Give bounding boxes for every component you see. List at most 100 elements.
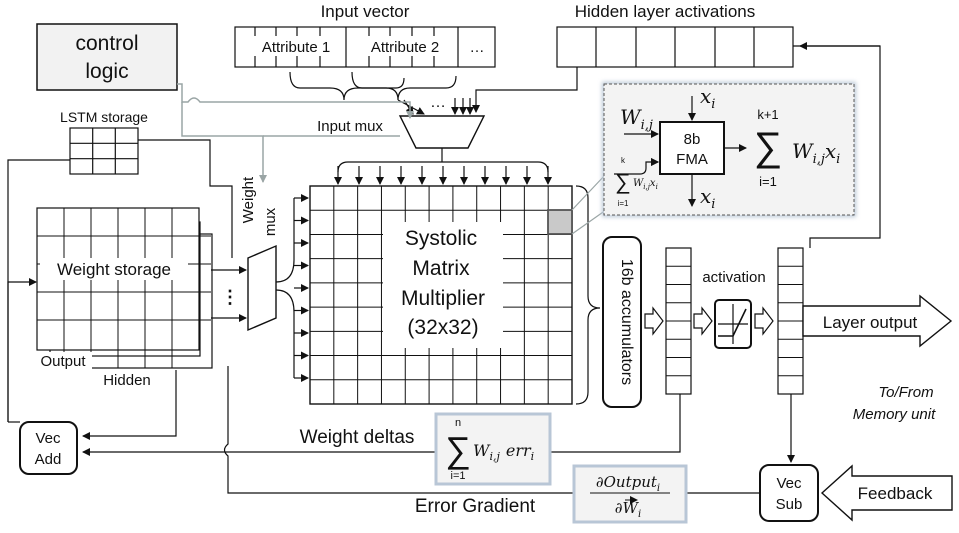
systolic-output-brace [575,185,601,405]
fma-small-sum-upper: k [621,156,626,165]
svg-text:∂Outputi: ∂Outputi [596,473,660,494]
weight-storage-label: Weight storage [57,260,171,279]
systolic-label-line4: (32x32) [407,316,478,339]
accumulator-column [665,247,692,395]
fma-small-w-sub: i,j [643,183,650,191]
control-logic-box: control logic [36,23,178,91]
svg-text:∂Wi: ∂Wi [615,499,641,520]
input-mux-dots: … [430,94,446,111]
weight-mux-inputs [211,266,247,322]
input-attribute-more: … [470,39,485,56]
acc-to-column-arrow [644,306,664,336]
weight-delta-upper: n [455,417,461,429]
gradient-formula-box [572,464,688,524]
lstm-storage-grid [69,127,139,175]
control-logic-line2: logic [85,60,128,83]
activation-label: activation [702,269,765,286]
input-attribute-1: Attribute 1 [262,39,330,56]
column-to-activation-arrow [693,306,713,336]
weight-mux-label-line2: mux [262,207,279,236]
fma-label-line2: FMA [676,151,708,168]
svg-text:xi: xi [700,84,715,112]
fma-inset [603,83,855,216]
layer-output-label: Layer output [823,313,918,332]
weight-delta-w: W [473,441,491,460]
weight-delta-lower: i=1 [451,470,466,482]
weight-deltas-label: Weight deltas [300,427,415,448]
control-logic-line1: control [75,32,138,55]
weight-delta-err-sub: i [531,450,535,463]
vec-sub-line2: Sub [776,496,803,513]
error-gradient-label: Error Gradient [415,496,536,517]
accumulators-label: 16b accumulators [618,259,635,385]
vec-add-line1: Vec [35,430,61,447]
vec-add-box [19,421,78,475]
accumulators-box [602,236,642,408]
memory-unit-line1: To/From [878,384,933,401]
weight-mux [247,244,277,332]
fma-sum-x: x [825,139,836,163]
fma-w-label: W [620,105,642,129]
input-mux [398,115,486,149]
fma-small-sigma: ∑ [615,169,631,194]
input-vector-title: Input vector [321,2,410,21]
weight-storage-hidden-label: Hidden [103,372,151,389]
error-gradient-line [223,366,760,494]
highlighted-pe-cell [547,209,573,235]
fma-sum-w: W [792,139,814,163]
memory-unit-line2: Memory unit [853,406,936,423]
gradient-denominator-sub: i [638,509,641,520]
feedback-label: Feedback [858,484,933,503]
weight-mux-label-line1: Weight [240,176,257,223]
systolic-label-line1: Systolic [405,227,477,250]
input-attribute-2: Attribute 2 [371,39,439,56]
weight-delta-err: err [506,441,532,460]
fma-sum-upper: k+1 [757,107,778,122]
input-mux-label: Input mux [317,118,383,135]
fma-sum-x-sub: i [836,152,840,167]
vec-sub-line1: Vec [776,475,802,492]
input-mux-fanout [337,148,549,173]
systolic-label-line2: Matrix [412,257,470,280]
weight-mux-dots: ⋮ [221,287,239,307]
fma-small-x: x [650,178,656,189]
fma-x-top: x [700,84,711,108]
control-wires [177,83,414,183]
fma-label-line1: 8b [684,131,701,148]
weight-storage-grid [36,207,213,369]
fma-x-top-sub: i [711,97,715,112]
output-column [777,247,804,395]
activation-to-column-arrow [754,306,774,336]
hidden-activations-label: Hidden layer activations [575,2,755,21]
weight-storage-output-label: Output [40,353,86,370]
weight-delta-formula-box [434,412,552,486]
weight-delta-sigma: ∑ [445,429,471,470]
weight-delta-w-sub: i,j [489,450,500,463]
fma-small-sum-lower: i=1 [618,199,629,208]
fma-x-bottom-sub: i [711,197,715,212]
hidden-activations-cells [556,26,794,68]
gradient-numerator: ∂Output [596,473,658,491]
fma-w-subscript: i,j [641,118,653,133]
feedback-arrow [820,464,953,522]
svg-text:Wi,j: Wi,j [620,105,653,133]
fma-small-w: W [633,178,644,189]
fma-sum-w-sub: i,j [813,152,825,167]
fma-sum-lower: i=1 [759,174,777,189]
svg-text:Wi,jxi: Wi,jxi [792,139,840,167]
gradient-denominator: ∂W [615,499,640,517]
fma-x-bottom: x [700,184,711,208]
systolic-label-line3: Multiplier [401,287,485,310]
layer-output-arrow [802,294,953,348]
fma-small-x-sub: i [656,183,658,191]
gradient-numerator-sub: i [657,483,660,494]
svg-text:Wi,jxi: Wi,jxi [633,178,658,191]
lstm-storage-label: LSTM storage [60,109,148,125]
fma-sum-sigma: ∑ [754,125,783,169]
weight-deltas-line [82,394,681,456]
svg-text:xi: xi [700,184,715,212]
vec-add-line2: Add [35,451,62,468]
relu-icon [718,304,748,344]
